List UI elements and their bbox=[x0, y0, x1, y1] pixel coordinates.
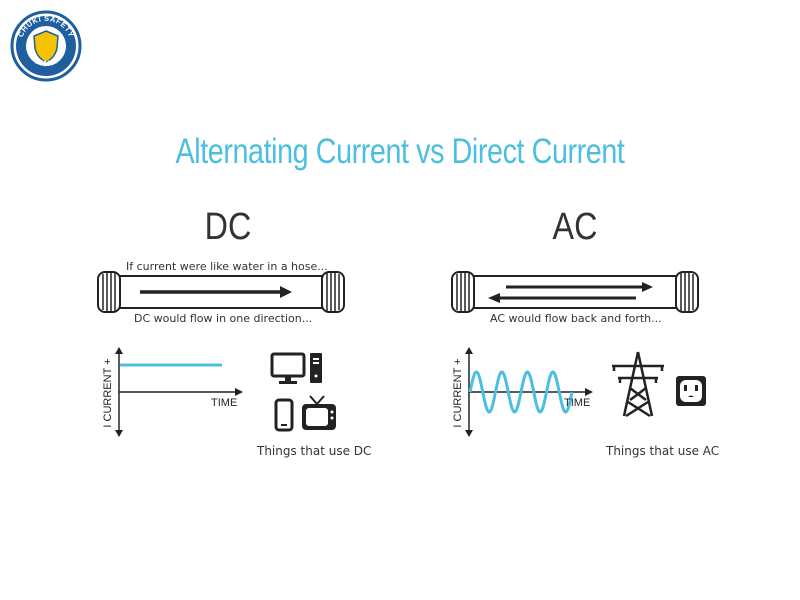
dc-things-label: Things that use DC bbox=[257, 444, 372, 458]
ac-hose-illustration bbox=[451, 271, 699, 313]
logo-text-bottom: VINA bbox=[32, 56, 59, 68]
power-tower-icon bbox=[612, 351, 664, 418]
ac-things-label: Things that use AC bbox=[606, 444, 720, 458]
dc-graph-x-label: TIME bbox=[211, 397, 237, 409]
television-icon bbox=[302, 395, 336, 430]
page-title: Alternating Current vs Direct Current bbox=[175, 132, 625, 171]
dc-current-graph: I CURRENT + TIME bbox=[102, 347, 243, 437]
ac-heading: AC bbox=[552, 206, 598, 248]
dc-devices bbox=[270, 352, 336, 432]
hose-coupling-right bbox=[321, 271, 345, 313]
ac-graph-y-label: I CURRENT + bbox=[452, 358, 464, 427]
dc-hose-caption-bottom: DC would flow in one direction... bbox=[134, 312, 313, 325]
dc-hose-illustration bbox=[97, 271, 345, 313]
desktop-computer-icon bbox=[270, 352, 322, 384]
ac-graph-x-label: TIME bbox=[564, 397, 590, 409]
chuki-safety-logo: CHUKI SAFETY VINA bbox=[10, 10, 82, 82]
dc-graph-y-label: I CURRENT + bbox=[102, 358, 114, 427]
flow-arrow-left bbox=[488, 293, 636, 303]
shield-icon bbox=[33, 30, 59, 63]
hose-coupling-right bbox=[675, 271, 699, 313]
dc-heading: DC bbox=[204, 206, 252, 248]
hose-coupling-left bbox=[451, 271, 475, 313]
ac-devices bbox=[612, 351, 706, 418]
flow-arrow-right bbox=[506, 282, 653, 292]
flow-arrow-right bbox=[140, 286, 292, 298]
dc-hose-caption-top: If current were like water in a hose... bbox=[126, 260, 328, 273]
hose-coupling-left bbox=[97, 271, 121, 313]
ac-current-graph: I CURRENT + TIME bbox=[452, 347, 593, 437]
ac-current-wave bbox=[468, 370, 574, 414]
power-outlet-icon bbox=[676, 376, 706, 406]
smartphone-icon bbox=[274, 398, 294, 432]
ac-hose-caption-bottom: AC would flow back and forth... bbox=[490, 312, 662, 325]
